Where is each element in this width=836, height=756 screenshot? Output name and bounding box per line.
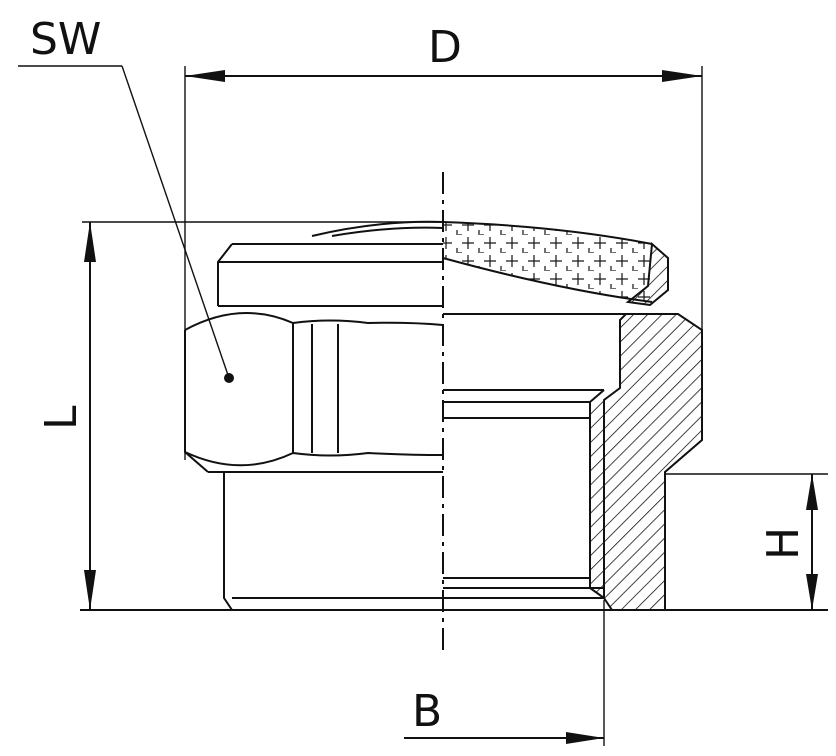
dimension-d — [184, 66, 703, 460]
label-h: H — [758, 527, 809, 560]
dimension-l — [82, 221, 443, 610]
section-view — [311, 220, 703, 611]
label-sw: SW — [30, 14, 101, 65]
label-b: B — [412, 686, 442, 737]
dimension-h — [665, 473, 828, 610]
outer-view — [184, 243, 444, 611]
sw-leader — [18, 65, 230, 379]
label-l: L — [36, 405, 87, 430]
label-d: D — [428, 22, 462, 73]
dimension-b — [404, 600, 605, 746]
